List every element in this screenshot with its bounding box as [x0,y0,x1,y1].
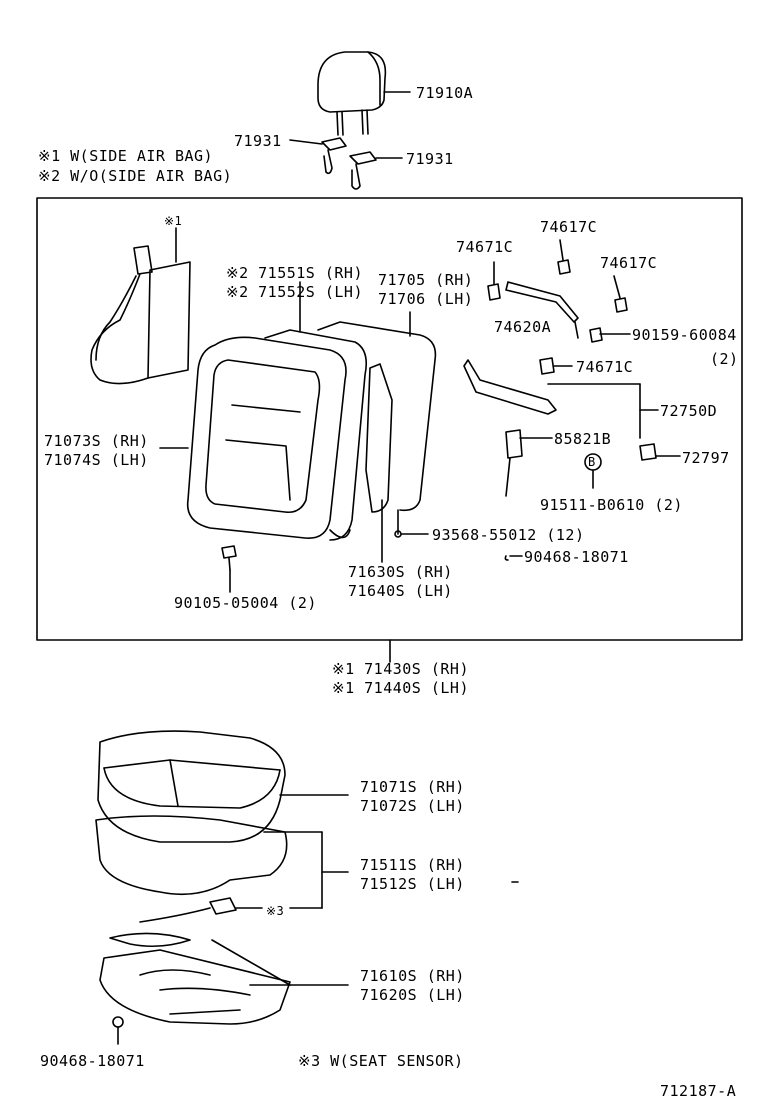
label-71512S: 71512S (LH) [360,875,465,893]
label-74671C-mid: 74671C [576,358,634,376]
label-71440S: ※1 71440S (LH) [332,679,469,697]
sensor-drawing [109,897,237,948]
screw-drawing [221,545,237,571]
label-71910A: 71910A [416,84,474,102]
airbag-mark: ※1 [164,214,183,228]
label-71931-left: 71931 [234,132,282,150]
label-71430S: ※1 71430S (RH) [332,660,469,678]
note-no-side-airbag: ※2 W/O(SIDE AIR BAG) [38,167,233,185]
note-seat-sensor: ※3 W(SEAT SENSOR) [298,1052,464,1070]
label-71552S: ※2 71552S (LH) [226,283,363,301]
label-71072S: 71072S (LH) [360,797,465,815]
label-71551S: ※2 71551S (RH) [226,264,363,282]
headrest-supports [321,137,377,190]
headrest-drawing [317,51,387,136]
cushion-pad-drawing [95,815,288,896]
spring-drawing [99,949,291,1025]
label-74617C-top: 74617C [540,218,598,236]
label-71511S: 71511S (RH) [360,856,465,874]
label-90468-18071-bottom: 90468-18071 [40,1052,145,1070]
label-71620S: 71620S (LH) [360,986,465,1004]
label-90468-18071-top: 90468-18071 [524,548,629,566]
label-71640S: 71640S (LH) [348,582,453,600]
label-91511-B0610: 91511-B0610 (2) [540,496,683,514]
label-71931-right: 71931 [406,150,454,168]
drawing-number: 712187-A [660,1082,737,1100]
label-72750D: 72750D [660,402,718,420]
b-mark: B [588,455,596,469]
label-72797: 72797 [682,449,730,467]
label-71706: 71706 (LH) [378,290,474,308]
label-71610S: 71610S (RH) [360,967,465,985]
seatback-drawing [186,321,437,541]
note-side-airbag: ※1 W(SIDE AIR BAG) [38,147,214,165]
bracket-drawing [463,259,657,497]
label-93568-55012: 93568-55012 (12) [432,526,585,544]
label-71630S: 71630S (RH) [348,563,453,581]
label-90159-60084: 90159-60084 [632,326,737,344]
label-71074S: 71074S (LH) [44,451,149,469]
label-71071S: 71071S (RH) [360,778,465,796]
label-90105-05004: 90105-05004 (2) [174,594,317,612]
label-90159-qty: (2) [710,350,739,368]
cushion-cover-drawing [97,730,286,843]
sensor-mark: ※3 [266,904,285,918]
label-71705: 71705 (RH) [378,271,474,289]
label-74671C-top: 74671C [456,238,514,256]
label-74617C-right: 74617C [600,254,658,272]
label-74620A: 74620A [494,318,552,336]
label-85821B: 85821B [554,430,612,448]
airbag-drawing [90,227,191,385]
label-71073S: 71073S (RH) [44,432,149,450]
